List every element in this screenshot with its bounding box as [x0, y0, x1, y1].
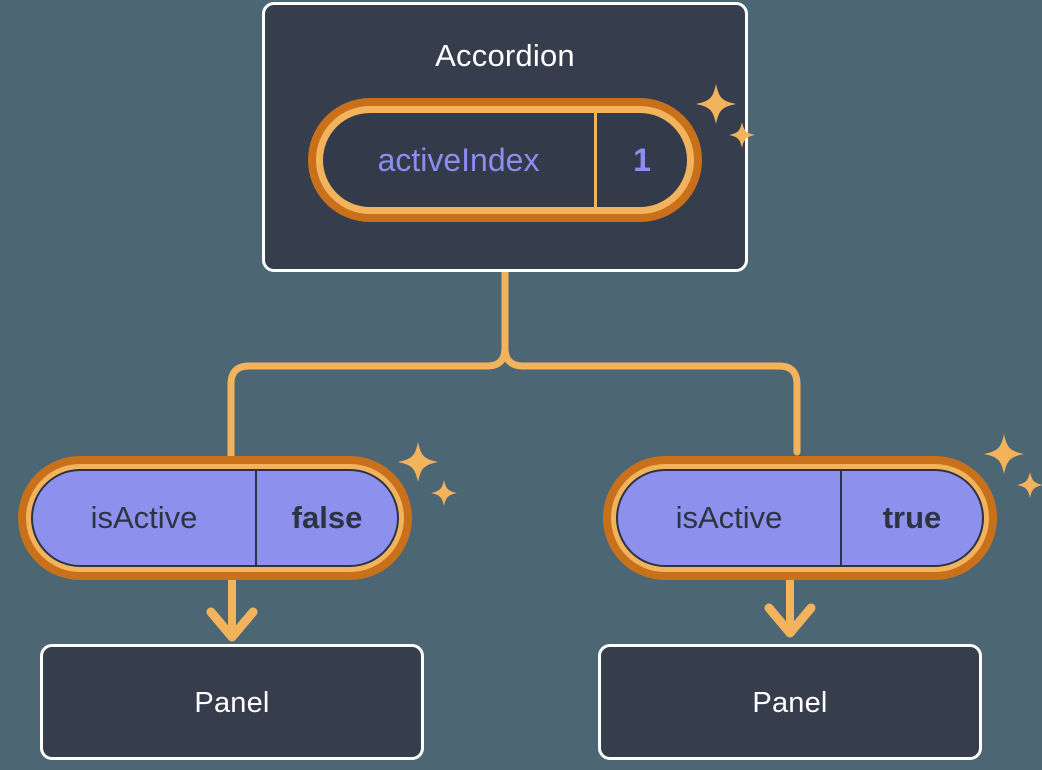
state-pill-inner: isActive false	[31, 469, 399, 567]
sparkle-small-icon	[431, 480, 457, 506]
state-value-label: true	[882, 500, 942, 535]
state-key-label: isActive	[33, 471, 257, 565]
sparkle-small-icon	[1017, 472, 1042, 498]
state-value-label: 1	[633, 141, 651, 178]
state-key-label: isActive	[618, 471, 842, 565]
sparkle-icon	[398, 442, 438, 482]
arrow-down-icon-right	[764, 603, 816, 638]
arrow-down-icon-left	[206, 607, 258, 642]
tree-connector-root	[227, 268, 509, 462]
panel-title: Panel	[194, 687, 270, 719]
state-key-label: activeIndex	[323, 113, 597, 207]
state-pill-active-index[interactable]: activeIndex 1	[308, 98, 702, 222]
panel-component-card-right[interactable]: Panel	[598, 644, 982, 760]
tree-connector-right-branch	[501, 344, 801, 456]
panel-component-card-left[interactable]: Panel	[40, 644, 424, 760]
state-pill-is-active-false[interactable]: isActive false	[18, 456, 412, 580]
panel-title: Panel	[752, 687, 828, 719]
state-pill-is-active-true[interactable]: isActive true	[603, 456, 997, 580]
state-pill-inner: activeIndex 1	[321, 111, 689, 209]
state-value-label: false	[291, 500, 363, 535]
sparkle-icon	[984, 434, 1024, 474]
state-pill-inner: isActive true	[616, 469, 984, 567]
accordion-title: Accordion	[435, 38, 575, 73]
